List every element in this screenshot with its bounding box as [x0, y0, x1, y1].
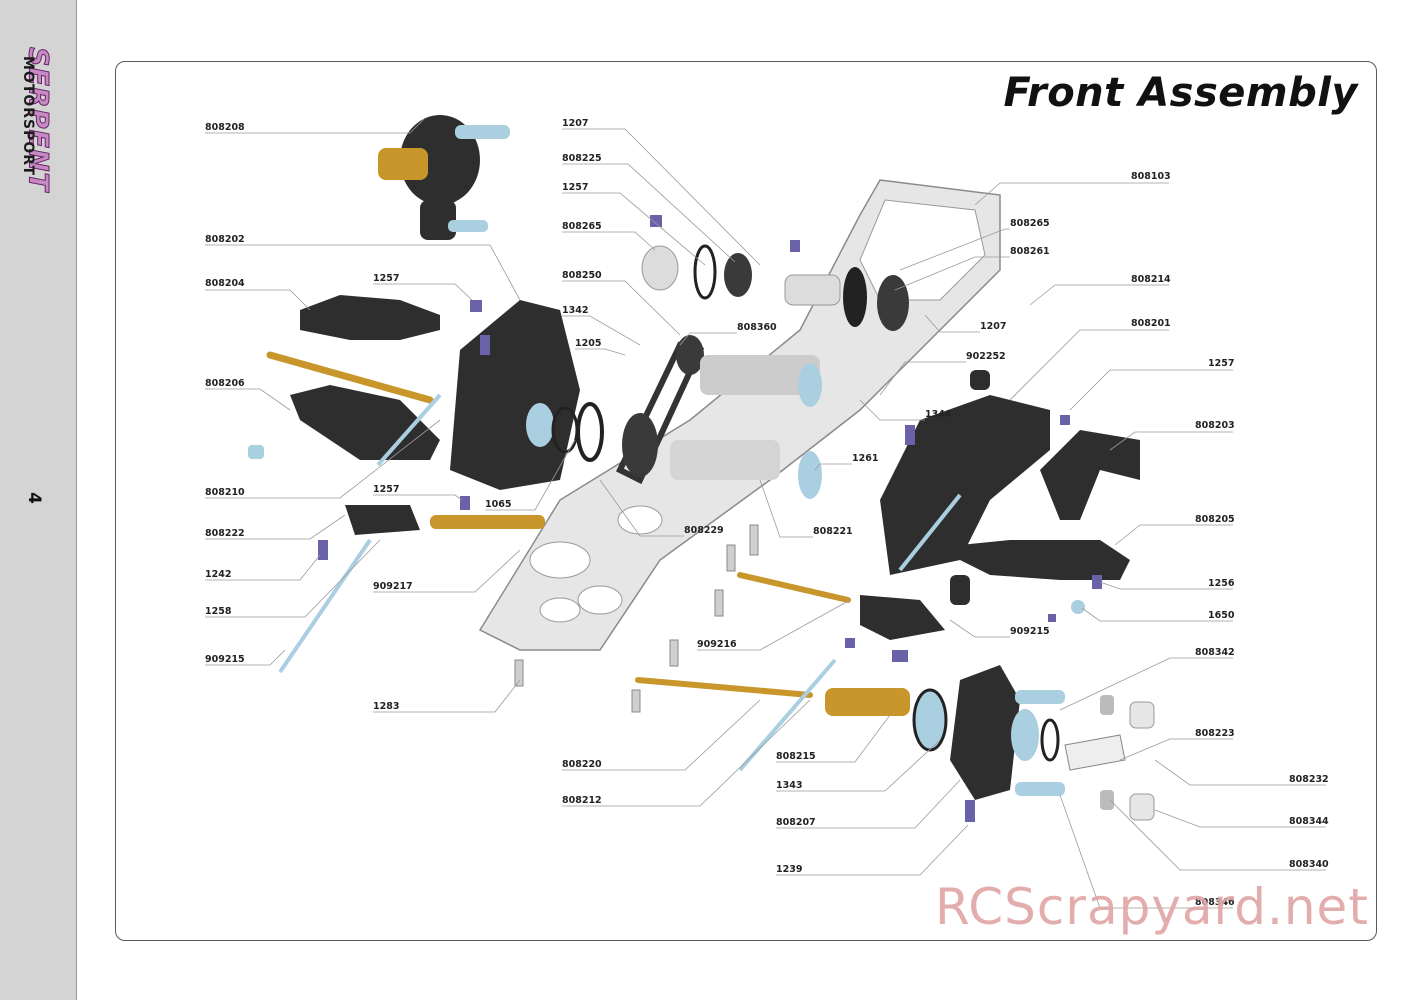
callout-label: 808232: [1289, 774, 1329, 785]
callout-label: 902252: [966, 351, 1006, 362]
callout-label: 1242: [205, 569, 231, 580]
callout-label: 808207: [776, 817, 816, 828]
callout-label: 909215: [1010, 626, 1050, 637]
callout-label: 808220: [562, 759, 602, 770]
callout-label: 1261: [852, 453, 878, 464]
callout-label: 1205: [575, 338, 601, 349]
callout-label: 808221: [813, 526, 853, 537]
hub-carrier-808208: [378, 115, 510, 240]
center-hardware: [278, 300, 945, 674]
callout-label: 808205: [1195, 514, 1235, 525]
callout-leaders: [205, 117, 1326, 909]
lower-hub-808207: [635, 658, 1155, 822]
callout-label: 808346: [1195, 897, 1235, 908]
callout-label: 1257: [562, 182, 588, 193]
upper-gear-stack: [641, 215, 909, 331]
callout-label: 808342: [1195, 647, 1235, 658]
callout-label: 1065: [485, 499, 511, 510]
callout-label: 808206: [205, 378, 245, 389]
callout-label: 808201: [1131, 318, 1171, 329]
callout-label: 909217: [373, 581, 413, 592]
callout-label: 1650: [1208, 610, 1235, 621]
callout-label: 1283: [373, 701, 399, 712]
callout-label: 1342: [562, 305, 588, 316]
callout-label: 808225: [562, 153, 602, 164]
callout-label: 808204: [205, 278, 245, 289]
belt-drive: [616, 335, 822, 499]
left-bulkhead: [450, 300, 604, 490]
screws: [514, 524, 759, 713]
callout-label: 1257: [1208, 358, 1234, 369]
callout-label: 1257: [373, 484, 399, 495]
callout-label: 1344: [925, 409, 952, 420]
callout-label: 808261: [1010, 246, 1050, 257]
callout-label: 808229: [684, 525, 724, 536]
callout-label: 1257: [373, 273, 399, 284]
callout-label: 808265: [1010, 218, 1050, 229]
callout-label: 1239: [776, 864, 802, 875]
callout-label: 808223: [1195, 728, 1235, 739]
callout-label: 808202: [205, 234, 245, 245]
callout-label: 808360: [737, 322, 777, 333]
callout-label: 808214: [1131, 274, 1171, 285]
callout-label: 808208: [205, 122, 245, 133]
callout-label: 909216: [697, 639, 737, 650]
callout-label: 808210: [205, 487, 245, 498]
callout-label: 808212: [562, 795, 602, 806]
page-title: Front Assembly: [1003, 70, 1358, 116]
callout-label: 1256: [1208, 578, 1235, 589]
callout-label: 1207: [980, 321, 1006, 332]
chassis-plate: [478, 179, 1001, 651]
right-bulkhead: [880, 370, 1140, 622]
left-suspension-arms: [248, 295, 442, 467]
callout-label: 808250: [562, 270, 602, 281]
callout-label: 1207: [562, 118, 588, 129]
callout-label: 808340: [1289, 859, 1329, 870]
callout-label: 808203: [1195, 420, 1235, 431]
sidebar-strip: SERPENT MOTORSPORT 4: [0, 0, 77, 1000]
callout-label: 1343: [776, 780, 802, 791]
callout-label: 808344: [1289, 816, 1329, 827]
callout-label: 1258: [205, 606, 232, 617]
callout-labels: 808208 808202 808204 1257 808206 808210 …: [205, 118, 1329, 908]
diagram-frame: Front Assembly: [115, 61, 1377, 941]
callout-label: 808215: [776, 751, 816, 762]
callout-label: 909215: [205, 654, 245, 665]
callout-label: 808222: [205, 528, 245, 539]
watermark-text: RCScrapyard.net: [935, 878, 1369, 936]
callout-label: 808103: [1131, 171, 1171, 182]
callout-label: 808265: [562, 221, 602, 232]
